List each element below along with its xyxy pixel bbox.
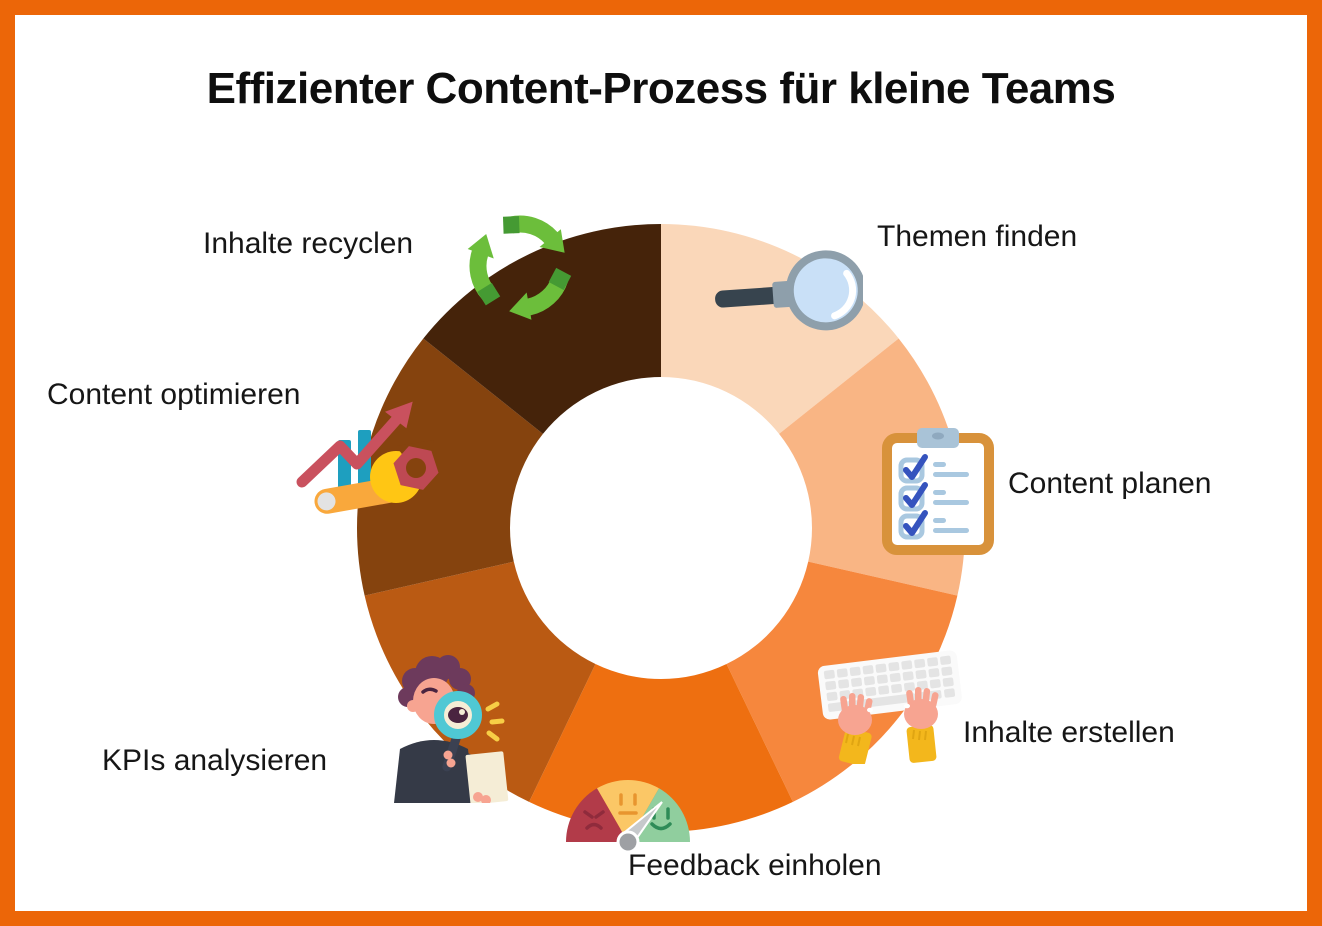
person-with-magnifier-icon [394,655,509,803]
donut-segment-7 [423,224,661,434]
hands-typing-keyboard-icon [817,650,962,764]
segment-label-kpis-analysieren: KPIs analysieren [102,744,328,777]
segment-label-inhalte-erstellen: Inhalte erstellen [963,716,1175,749]
wrench-growth-chart-icon [296,401,439,514]
magnifying-glass-icon [715,250,863,331]
donut-segment-1 [661,224,899,434]
clipboard-checklist-icon [882,428,994,555]
right-hand [904,687,939,763]
donut-segment-5 [364,561,596,802]
left-hand [838,693,873,764]
sparks [485,701,505,742]
paper [465,751,509,803]
segment-label-content-optimieren: Content optimieren [47,378,301,411]
donut-segment-6 [356,338,543,596]
segment-label-feedback-einholen: Feedback einholen [628,849,882,882]
recycling-arrows-icon [467,215,572,320]
satisfaction-gauge-icon [566,779,690,854]
angry-face [583,810,605,830]
page-title: Effizienter Content-Prozess für kleine T… [206,64,1116,113]
segment-label-content-planen: Content planen [1008,467,1212,500]
segment-label-themen-finden: Themen finden [877,220,1078,253]
segment-label-inhalte-recyclen: Inhalte recyclen [203,227,414,260]
neutral-face [618,793,638,815]
